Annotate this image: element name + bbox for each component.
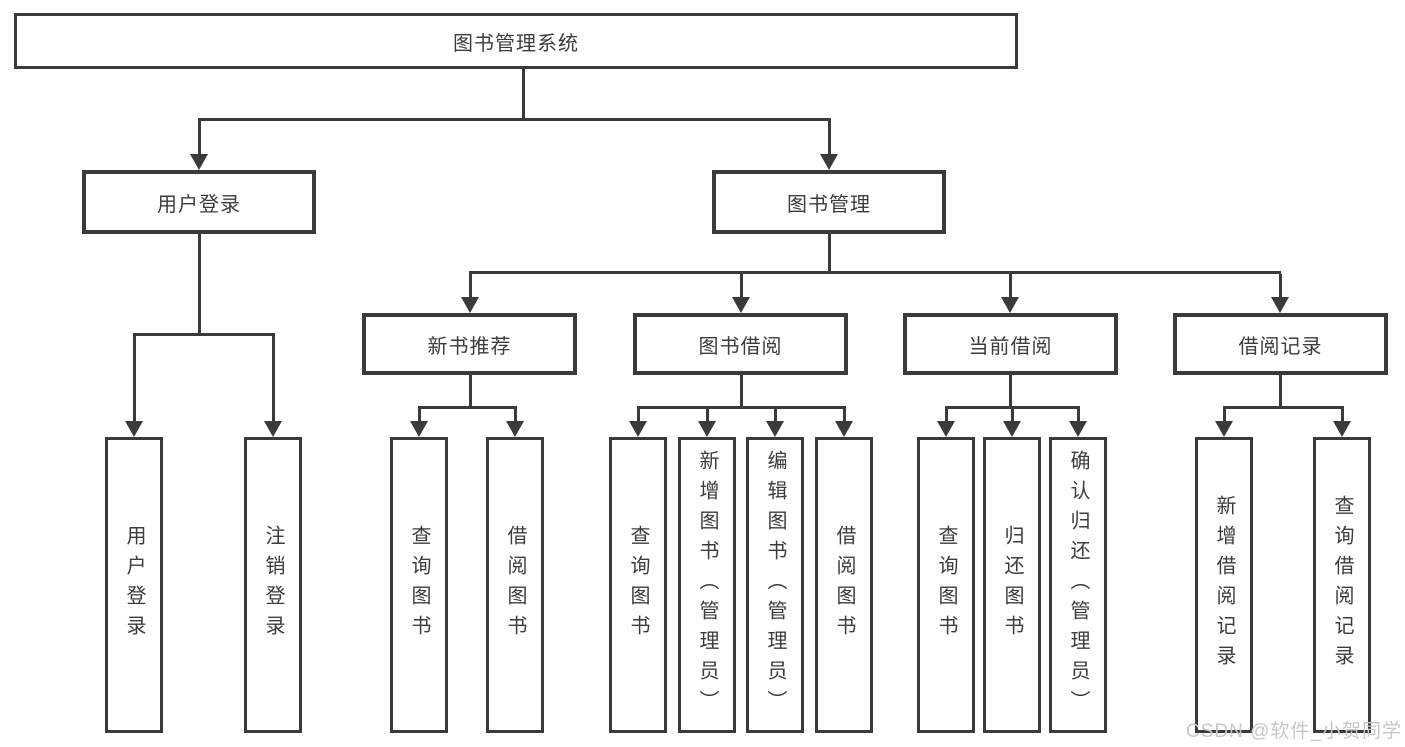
leaf-user-login: 用户登录 [105, 437, 163, 733]
connector-line [418, 409, 421, 421]
leaf-label: 用户登录 [123, 525, 145, 645]
connector-line [843, 409, 846, 421]
node-book-management: 图书管理 [712, 170, 946, 234]
leaf-borrow-books-1: 借阅图书 [486, 437, 544, 733]
arrow-down-icon [698, 421, 716, 437]
arrow-down-icon [410, 421, 428, 437]
connector-line [418, 406, 517, 409]
connector-line [706, 409, 709, 421]
node-borrow-records-label: 借阅记录 [1238, 335, 1323, 358]
connector-line [1223, 409, 1226, 421]
leaf-label: 确认归还（管理员） [1067, 450, 1089, 720]
connector-line [828, 121, 831, 154]
node-current-borrow-label: 当前借阅 [968, 335, 1053, 358]
arrow-down-icon [629, 421, 647, 437]
leaf-return-books: 归还图书 [983, 437, 1041, 733]
connector-line [1009, 375, 1012, 409]
connector-line [522, 69, 525, 121]
connector-line [774, 409, 777, 421]
arrow-down-icon [1333, 421, 1351, 437]
node-book-management-label: 图书管理 [787, 193, 871, 216]
arrow-down-icon [461, 297, 479, 313]
connector-line [133, 333, 275, 336]
leaf-query-books-3: 查询图书 [917, 437, 975, 733]
connector-line [198, 234, 201, 336]
arrow-down-icon [835, 421, 853, 437]
leaf-add-books-admin: 新增图书（管理员） [678, 437, 736, 733]
connector-line [198, 121, 201, 154]
connector-line [514, 409, 517, 421]
arrow-down-icon [937, 421, 955, 437]
connector-line [469, 271, 1281, 274]
leaf-label: 查询图书 [408, 525, 430, 645]
leaf-confirm-return-admin: 确认归还（管理员） [1049, 437, 1107, 733]
connector-line [637, 406, 846, 409]
connector-line [740, 375, 743, 409]
node-current-borrow: 当前借阅 [903, 313, 1118, 375]
arrow-down-icon [1001, 297, 1019, 313]
connector-line [133, 336, 136, 421]
leaf-label: 编辑图书（管理员） [764, 450, 786, 720]
leaf-add-borrow-record: 新增借阅记录 [1195, 437, 1253, 733]
leaf-label: 查询图书 [935, 525, 957, 645]
node-new-book-recommend-label: 新书推荐 [427, 335, 512, 358]
connector-line [828, 234, 831, 274]
leaf-query-books-1: 查询图书 [390, 437, 448, 733]
node-root-label: 图书管理系统 [453, 32, 579, 55]
node-borrow-records: 借阅记录 [1173, 313, 1388, 375]
arrow-down-icon [264, 421, 282, 437]
connector-line [1011, 409, 1014, 421]
connector-line [198, 118, 831, 121]
node-new-book-recommend: 新书推荐 [362, 313, 577, 375]
leaf-logout: 注销登录 [244, 437, 302, 733]
connector-line [469, 375, 472, 409]
connector-line [1279, 375, 1282, 409]
leaf-label: 注销登录 [262, 525, 284, 645]
arrow-down-icon [820, 154, 838, 170]
arrow-down-icon [1271, 297, 1289, 313]
leaf-query-books-2: 查询图书 [609, 437, 667, 733]
connector-line [945, 409, 948, 421]
arrow-down-icon [1215, 421, 1233, 437]
leaf-label: 新增借阅记录 [1213, 495, 1235, 675]
leaf-label: 查询图书 [627, 525, 649, 645]
arrow-down-icon [766, 421, 784, 437]
node-user-login-label: 用户登录 [157, 193, 241, 216]
connector-line [1223, 406, 1344, 409]
connector-line [1279, 274, 1282, 297]
connector-line [1077, 409, 1080, 421]
arrow-down-icon [732, 297, 750, 313]
connector-line [740, 274, 743, 297]
leaf-borrow-books-2: 借阅图书 [815, 437, 873, 733]
connector-line [945, 406, 1080, 409]
leaf-label: 归还图书 [1001, 525, 1023, 645]
connector-line [469, 274, 472, 297]
connector-line [272, 336, 275, 421]
leaf-edit-books-admin: 编辑图书（管理员） [746, 437, 804, 733]
leaf-query-borrow-record: 查询借阅记录 [1313, 437, 1371, 733]
node-book-borrow: 图书借阅 [633, 313, 848, 375]
connector-line [1341, 409, 1344, 421]
leaf-label: 借阅图书 [504, 525, 526, 645]
node-root: 图书管理系统 [14, 13, 1018, 69]
arrow-down-icon [1003, 421, 1021, 437]
arrow-down-icon [125, 421, 143, 437]
leaf-label: 借阅图书 [833, 525, 855, 645]
node-book-borrow-label: 图书借阅 [698, 335, 783, 358]
leaf-label: 查询借阅记录 [1331, 495, 1353, 675]
arrow-down-icon [190, 154, 208, 170]
connector-line [637, 409, 640, 421]
node-user-login: 用户登录 [82, 170, 316, 234]
csdn-watermark: CSDN @软件_小贺同学 [1186, 721, 1402, 742]
connector-line [1009, 274, 1012, 297]
leaf-label: 新增图书（管理员） [696, 450, 718, 720]
arrow-down-icon [1069, 421, 1087, 437]
arrow-down-icon [506, 421, 524, 437]
